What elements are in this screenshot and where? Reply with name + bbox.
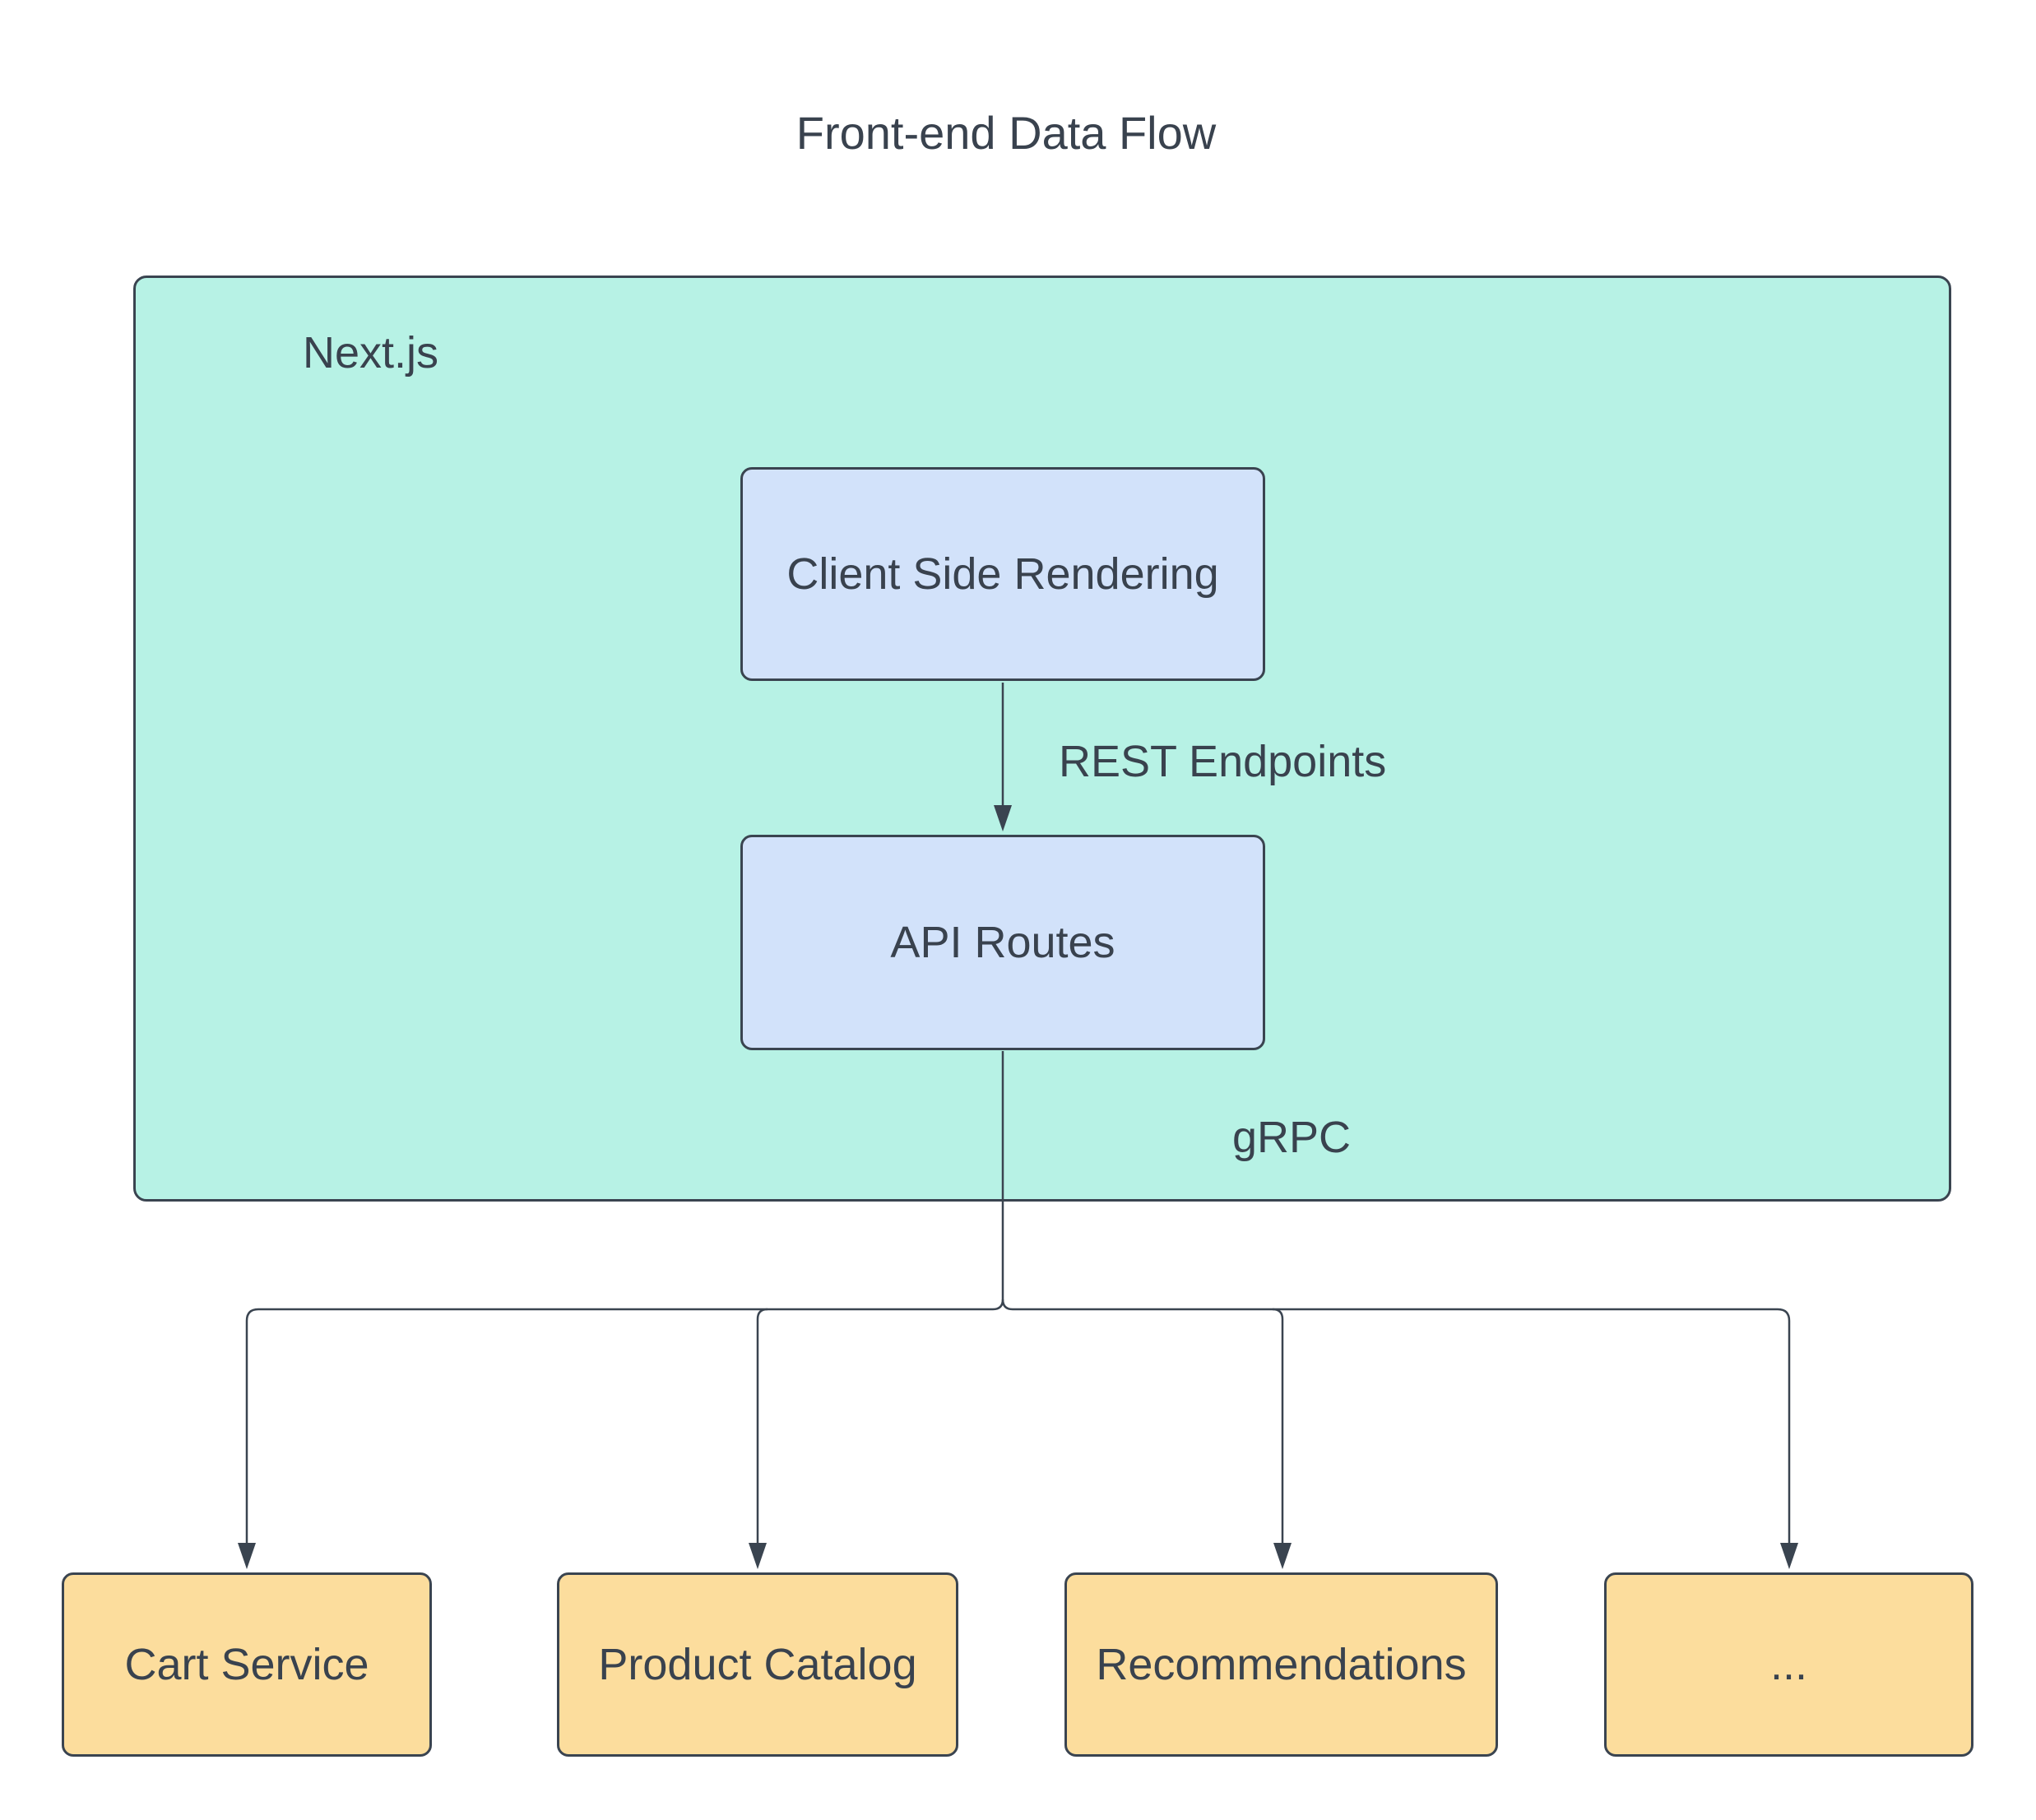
node-client-side-rendering: Client Side Rendering: [740, 467, 1265, 681]
node-cart-service-label: Cart Service: [124, 1640, 369, 1689]
node-api-routes: API Routes: [740, 835, 1265, 1050]
node-recommendations: Recommendations: [1064, 1572, 1498, 1757]
nextjs-container: Next.js: [133, 276, 1951, 1202]
node-product-catalog: Product Catalog: [557, 1572, 958, 1757]
node-cart-service: Cart Service: [62, 1572, 432, 1757]
node-api-routes-label: API Routes: [890, 918, 1115, 967]
edge-arrowhead-more-icon: [1780, 1543, 1798, 1569]
edge-arrowhead-cart-icon: [238, 1543, 256, 1569]
diagram-title: Front-end Data Flow: [795, 107, 1217, 159]
edge-grpc-drop-catalog: [756, 1308, 768, 1543]
node-product-catalog-label: Product Catalog: [598, 1640, 917, 1689]
node-recommendations-label: Recommendations: [1096, 1640, 1467, 1689]
node-client-side-rendering-label: Client Side Rendering: [786, 549, 1219, 599]
edge-grpc-drop-recommendations: [1272, 1308, 1284, 1543]
edge-arrowhead-recommendations-icon: [1273, 1543, 1292, 1569]
node-more-services-label: ...: [1769, 1640, 1807, 1689]
nextjs-container-label: Next.js: [303, 328, 439, 377]
edge-label-grpc: gRPC: [1232, 1113, 1352, 1162]
edge-label-rest-endpoints: REST Endpoints: [1059, 737, 1387, 786]
node-more-services: ...: [1604, 1572, 1973, 1757]
edge-grpc-trunk-right: [1001, 1299, 1791, 1543]
edge-arrowhead-catalog-icon: [749, 1543, 767, 1569]
